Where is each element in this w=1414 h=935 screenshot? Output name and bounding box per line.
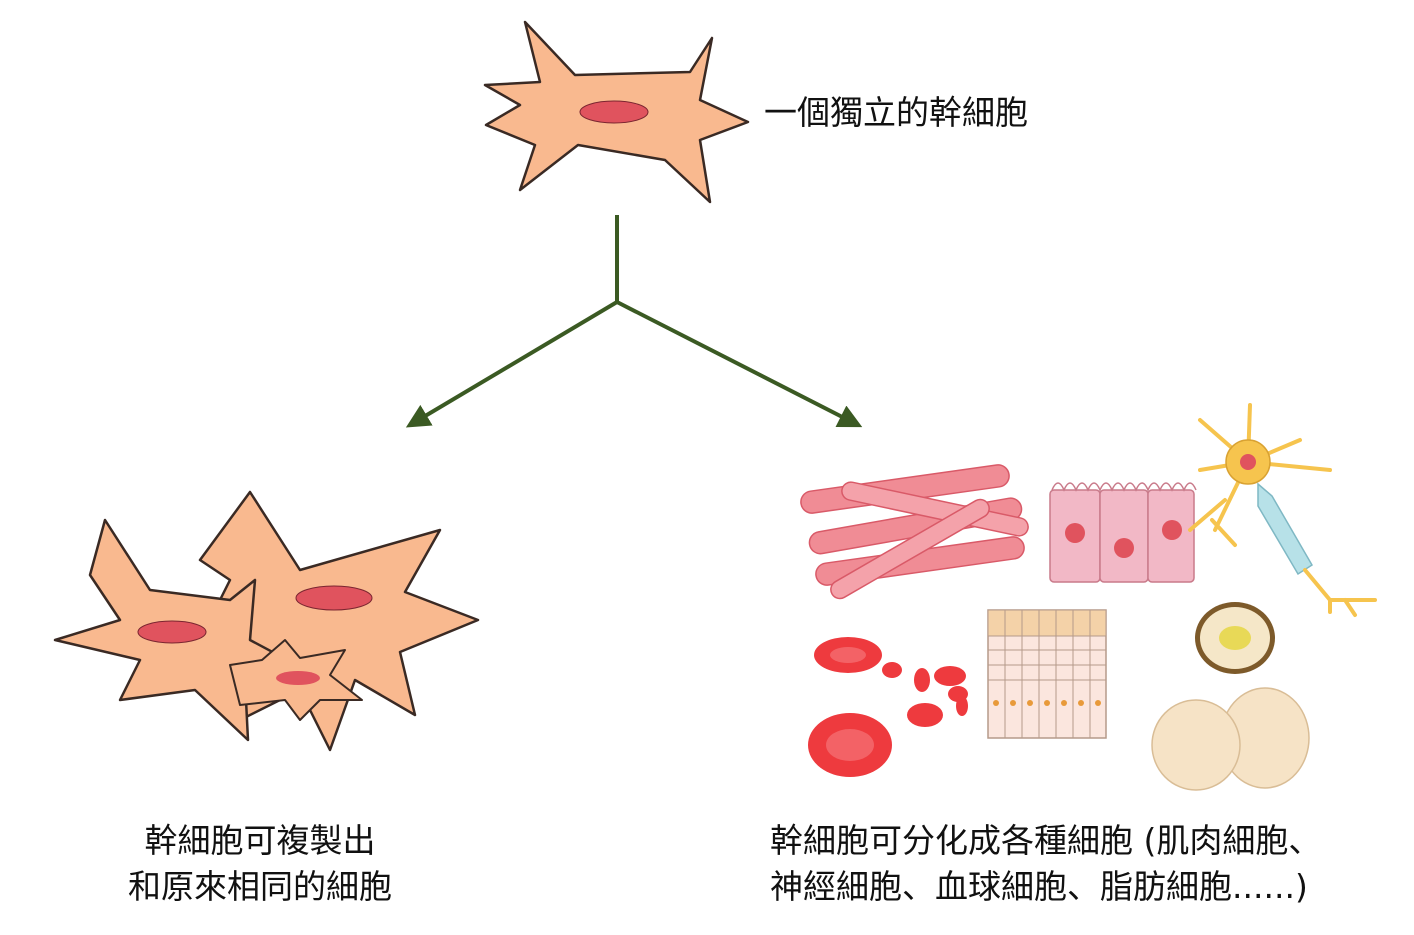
epithelial-cells-illustration — [1049, 482, 1197, 583]
differentiate-label-line-2: 神經細胞、血球細胞、脂肪細胞......) — [770, 867, 1308, 906]
single-stem-cell-illustration — [483, 20, 750, 204]
egg-cell-illustration — [1195, 602, 1275, 674]
single-stem-cell-label: 一個獨立的幹細胞 — [764, 93, 1028, 132]
muscle-cells-illustration — [800, 464, 1029, 600]
differentiate-label-line-1: 幹細胞可分化成各種細胞 (肌肉細胞、 — [770, 821, 1322, 860]
replicate-label-line-1: 幹細胞可複製出 — [144, 821, 376, 860]
branch-arrows — [405, 215, 863, 428]
differentiate-label: 幹細胞可分化成各種細胞 (肌肉細胞、 神經細胞、血球細胞、脂肪細胞......) — [770, 818, 1321, 910]
replicate-label-line-2: 和原來相同的細胞 — [128, 867, 392, 906]
red-blood-cells-illustration — [808, 637, 968, 777]
replicate-label: 幹細胞可複製出 和原來相同的細胞 — [60, 818, 460, 910]
tissue-block-illustration — [987, 609, 1107, 739]
neuron-illustration — [1188, 403, 1377, 617]
fat-cells-illustration — [1151, 687, 1310, 791]
replicated-stem-cells-illustration — [53, 490, 480, 752]
